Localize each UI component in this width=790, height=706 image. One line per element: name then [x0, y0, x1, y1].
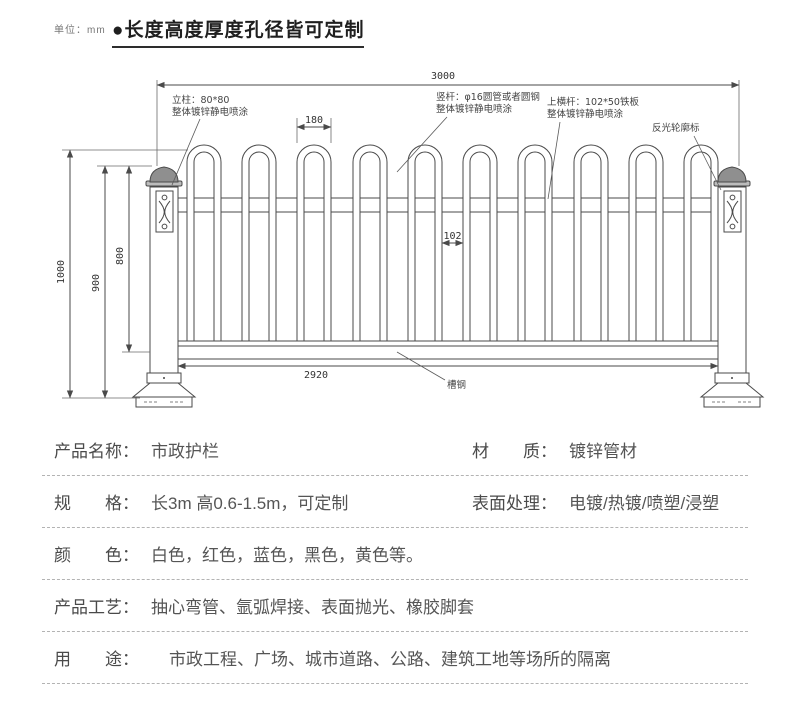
label-toprail-line2: 整体镀锌静电喷涂	[547, 108, 624, 120]
fence-hoop	[628, 144, 664, 342]
fence-hoops	[186, 144, 719, 342]
callout-labels: 立柱：80*80 整体镀锌静电喷涂 竖杆：φ16圆管或者圆钢 整体镀锌静电喷涂 …	[171, 91, 722, 391]
dim-1000: 1000	[56, 260, 67, 284]
dimensions: 3000 180 1000 900 800 102 2920	[56, 71, 740, 399]
page-title: ●长度高度厚度孔径皆可定制	[112, 15, 365, 48]
spec-row-color: 颜 色： 白色，红色，蓝色，黑色，黄色等。	[42, 528, 748, 580]
label-vbar-line1: 竖杆：φ16圆管或者圆钢	[436, 91, 540, 103]
spec-value: 市政护栏	[151, 442, 219, 461]
left-post	[131, 166, 197, 408]
spec-value: 镀锌管材	[569, 442, 637, 461]
spec-label: 产品工艺：	[54, 598, 139, 617]
spec-label: 颜 色：	[54, 546, 139, 565]
fence-hoop	[296, 144, 332, 342]
spec-row-craft: 产品工艺： 抽心弯管、氩弧焊接、表面抛光、橡胶脚套	[42, 580, 748, 632]
fence-hoop	[407, 144, 443, 342]
spec-label: 材 质：	[472, 442, 557, 461]
spec-label: 用 途：	[54, 650, 139, 669]
spec-label: 规 格：	[54, 494, 139, 513]
label-reflector: 反光轮廓标	[652, 122, 700, 134]
dim-800: 800	[115, 247, 126, 265]
label-channel-steel: 槽钢	[447, 379, 466, 391]
spec-row-size: 规 格： 长3m 高0.6-1.5m，可定制 表面处理： 电镀/热镀/喷塑/浸塑	[42, 476, 748, 528]
label-vbar-line2: 整体镀锌静电喷涂	[436, 103, 513, 115]
spec-row-usage: 用 途： 市政工程、广场、城市道路、公路、建筑工地等场所的隔离	[42, 632, 748, 684]
fence-hoop	[517, 144, 553, 342]
spec-table: 产品名称： 市政护栏 材 质： 镀锌管材 规 格： 长3m 高0.6-1.5m，可定制…	[42, 424, 748, 684]
spec-label: 表面处理：	[472, 494, 557, 513]
spec-row-name: 产品名称： 市政护栏 材 质： 镀锌管材	[42, 424, 748, 476]
spec-value: 电镀/热镀/喷塑/浸塑	[569, 494, 720, 513]
dim-2920: 2920	[304, 370, 328, 381]
dim-102: 102	[443, 231, 461, 242]
spec-value: 抽心弯管、氩弧焊接、表面抛光、橡胶脚套	[151, 598, 474, 617]
label-post-line2: 整体镀锌静电喷涂	[172, 106, 249, 118]
fence-hoop	[352, 144, 388, 342]
fence-hoop	[186, 144, 222, 342]
bottom-channel-rail	[171, 340, 725, 360]
spec-value: 白色，红色，蓝色，黑色，黄色等。	[151, 546, 423, 565]
spec-value: 市政工程、广场、城市道路、公路、建筑工地等场所的隔离	[169, 650, 611, 669]
label-toprail-line1: 上横杆：102*50铁板	[547, 96, 639, 108]
fence-hoop	[241, 144, 277, 342]
label-post-line1: 立柱：80*80	[172, 94, 229, 106]
top-rail-band	[177, 197, 719, 213]
fence-hoop	[462, 144, 498, 342]
fence-hoop	[573, 144, 609, 342]
spec-label: 产品名称：	[54, 442, 139, 461]
post-cap	[149, 166, 179, 183]
dim-3000: 3000	[431, 71, 455, 82]
spec-value: 长3m 高0.6-1.5m，可定制	[151, 494, 349, 513]
dim-900: 900	[91, 274, 102, 292]
fence-hoop	[683, 144, 719, 342]
unit-note: 单位：mm	[54, 25, 106, 36]
post-base-flare	[131, 382, 197, 398]
reflector-plate	[155, 190, 174, 233]
fence-technical-drawing: 3000 180 1000 900 800 102 2920	[56, 71, 764, 408]
dim-180: 180	[305, 115, 323, 126]
